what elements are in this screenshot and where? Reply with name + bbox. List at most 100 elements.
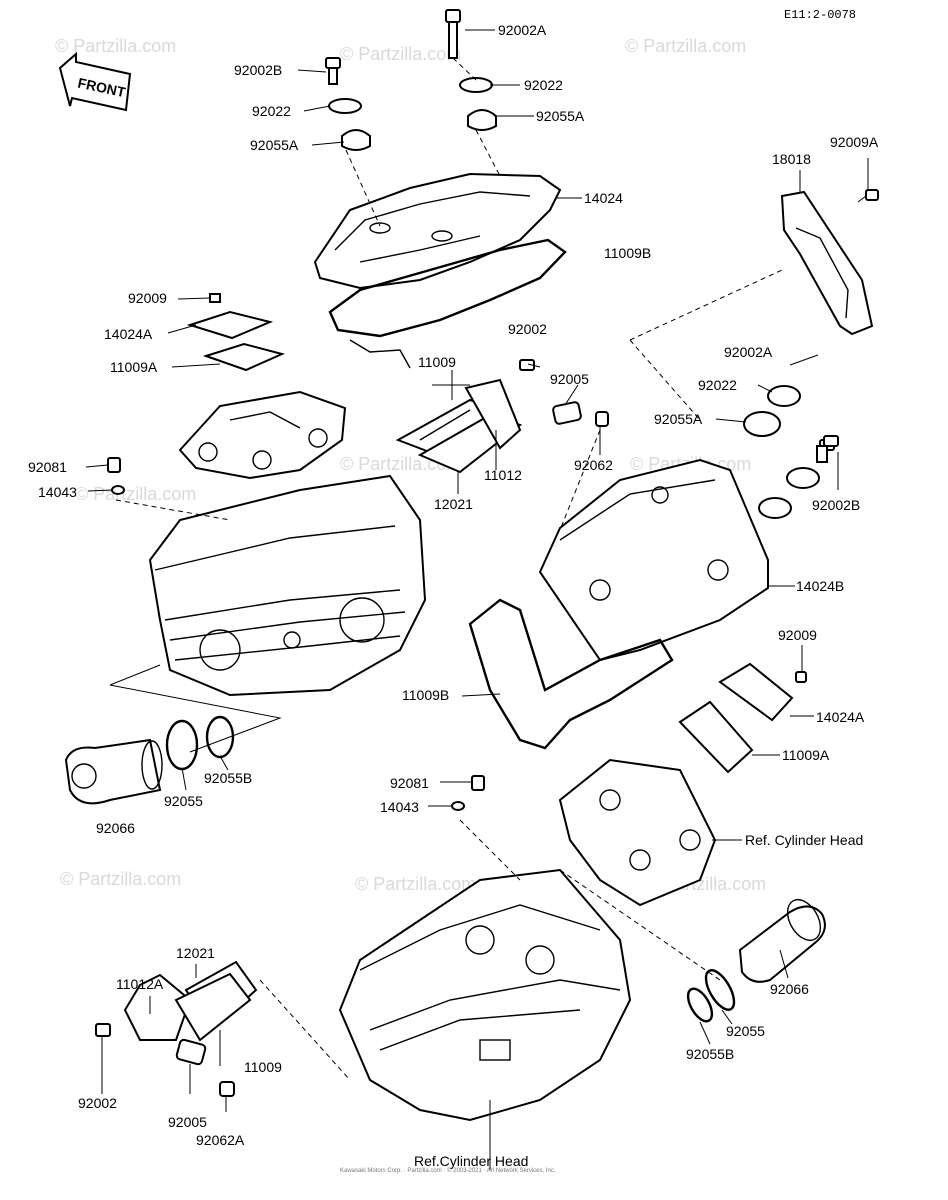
gasket-11009b-top [328,238,567,338]
part-label: Ref.Cylinder Head [414,1153,528,1169]
part-label: 92055A [654,411,703,427]
part-label: 11009A [782,747,830,763]
washer-92022-a [459,77,493,93]
part-label: 14043 [38,484,77,500]
part-label: 92055A [250,137,299,153]
part-label: 14043 [380,799,419,815]
part-label: 92002A [498,22,547,38]
watermark: © Partzilla.com [55,36,176,56]
part-label: 92002B [234,62,282,78]
washer-92022-b [328,98,362,114]
cylinder-head-rear [338,868,632,1122]
bolt-92009-left [209,293,221,303]
part-label: 92081 [390,775,429,791]
intake-92066-right [738,899,826,983]
cap-14024a-left [186,310,274,340]
bolt-92009a [857,189,879,203]
part-label: 92002 [508,321,547,337]
intake-92066-left [64,738,163,805]
camshaft-holder-left [178,390,347,480]
grommet-92055a-right-2 [758,497,792,519]
gasket-11009a-right [678,700,754,774]
plug-92062 [595,411,609,427]
watermark: © Partzilla.com [355,874,476,894]
gasket-11009b-right [468,598,674,750]
watermark: © Partzilla.com [75,484,196,504]
valve-cover-14024 [313,172,562,290]
cover-18018 [780,190,874,336]
part-label: 92009 [128,290,167,306]
camshaft-holder-right [558,758,717,907]
part-label: 11009 [244,1059,282,1075]
part-label: 11009B [604,245,651,261]
grommet-92055a-b [341,129,371,151]
cylinder-head-front [148,474,427,697]
fitting-92081-left [107,457,121,473]
bolt-92009-right [795,671,807,683]
watermark: © Partzilla.com [340,44,461,64]
grommet-92055a-a [467,109,497,131]
part-label: 11009A [110,359,158,375]
part-label: 11012 [484,467,522,483]
part-label: 18018 [772,151,811,167]
part-label: 92055A [536,108,585,124]
bolt-92002a-top [445,9,461,59]
part-label: 92022 [698,377,737,393]
part-label: 92005 [168,1114,207,1130]
bolt-92002b-right [816,435,839,463]
washer-92022-right [767,385,801,407]
watermark: © Partzilla.com [625,36,746,56]
part-label: Ref. Cylinder Head [745,832,863,848]
part-label: 92066 [770,981,809,997]
watermark: © Partzilla.com [60,869,181,889]
o-ring-14043-left [111,485,125,495]
grommet-92055a-right [743,411,781,437]
bolt-92002-bottom [95,1023,111,1037]
part-label: 12021 [176,945,215,961]
gasket-11009a-left [202,342,286,372]
part-label: 14024 [584,190,623,206]
plug-92062a-bottom [219,1081,235,1097]
bolt-92002b-top [325,57,341,85]
front-arrow-icon: FRONT [58,51,132,112]
part-label: 14024A [104,326,153,342]
part-label: 92022 [252,103,291,119]
part-label: 11009 [418,354,456,370]
part-label: 11009B [402,687,449,703]
part-label: 92062A [196,1132,245,1148]
part-label: 92081 [28,459,67,475]
valve-cover-14024b [538,458,769,662]
leader-lines [85,29,869,1112]
part-label: 14024A [816,709,865,725]
part-label: 92055B [686,1046,734,1062]
washer-92022-right-2 [786,467,820,489]
part-label: 92002A [724,344,773,360]
reed-housing-11012a [123,973,192,1041]
bracket-lines-front [109,664,282,753]
part-label: 92009 [778,627,817,643]
part-label: 12021 [434,496,473,512]
plug-92005 [552,401,582,425]
o-ring-92055-right [704,969,736,1011]
cap-14024a-right [718,662,794,722]
cover-cap-edge [349,339,411,369]
part-label: 92005 [550,371,589,387]
plug-92005-bottom [175,1038,207,1066]
part-label: 14024B [796,578,844,594]
part-label: 92055 [726,1023,765,1039]
o-ring-92055b-right [686,987,714,1023]
part-label: 92062 [574,457,613,473]
part-label: 92055B [204,770,252,786]
copyright-text: Kawasaki Motors Corp. · Partzilla.com · … [340,1167,556,1174]
part-label: 92022 [524,77,563,93]
fitting-92081-right [471,775,485,791]
reed-plate-11009-bottom [174,972,252,1042]
o-ring-14043-right [451,801,465,811]
part-label: 92066 [96,820,135,836]
part-label: 92009A [830,134,879,150]
reed-housing-11012 [464,378,522,450]
part-labels: 92002A 92002B 92022 92022 92055A 92055A … [28,22,879,1169]
reference-code: E11:2-0078 [784,8,856,22]
o-ring-92055-left [165,719,199,771]
